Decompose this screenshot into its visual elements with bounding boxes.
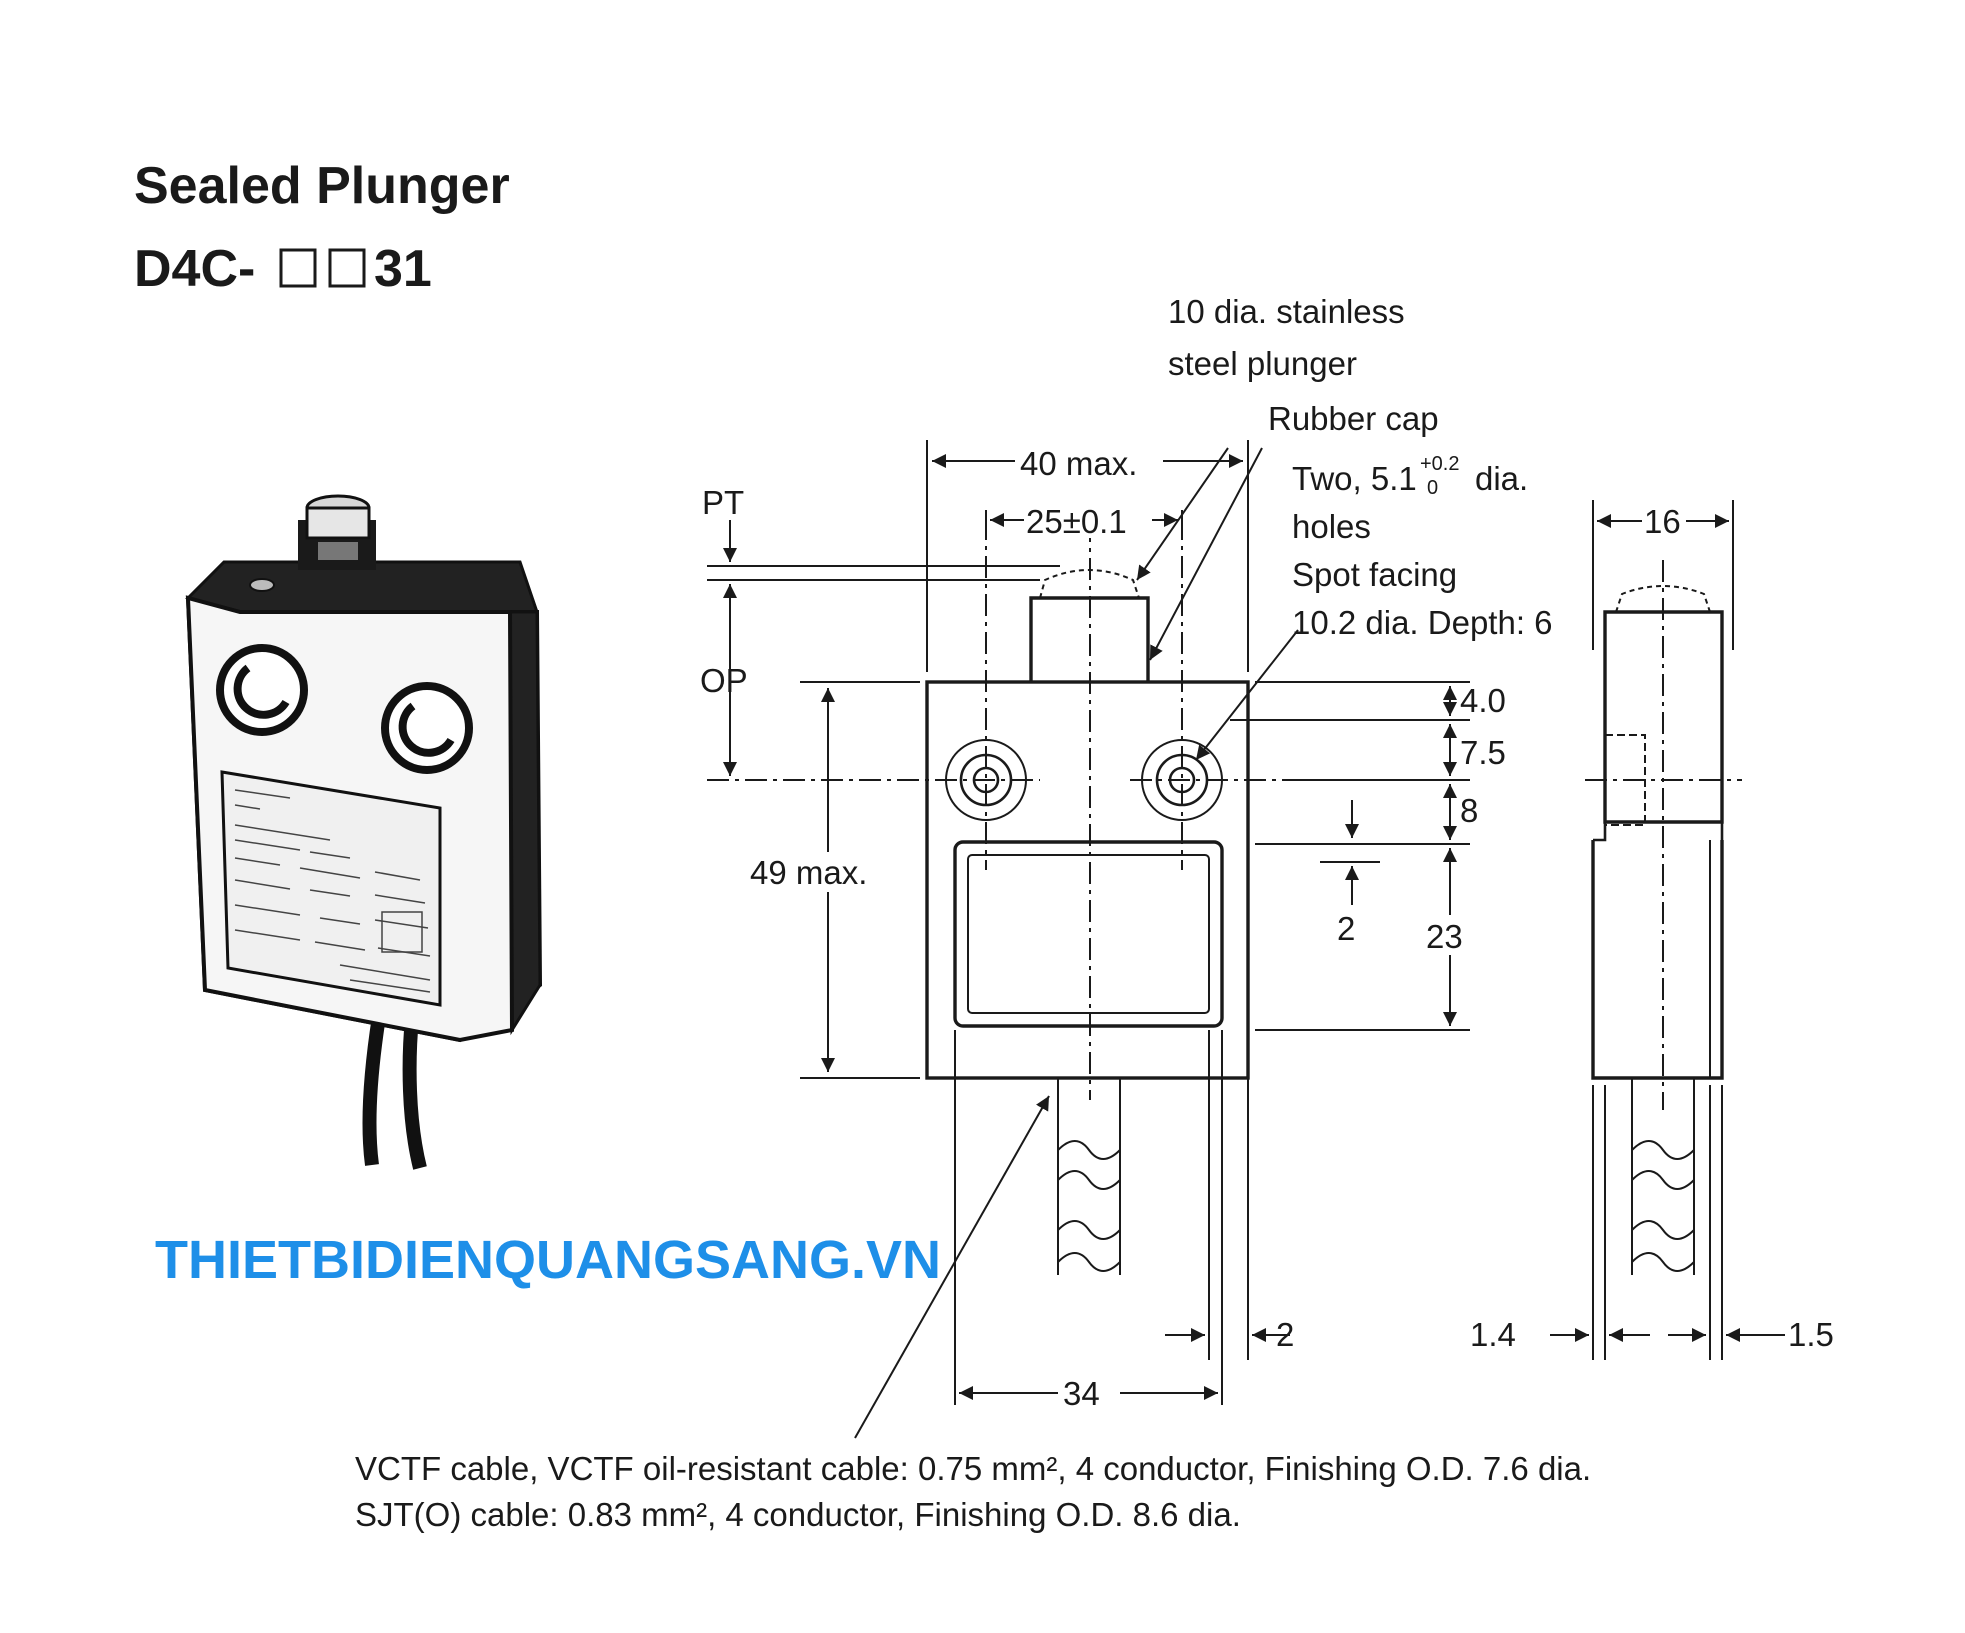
dim-34: 34 [1063, 1375, 1100, 1412]
callout-spot-line2: 10.2 dia. Depth: 6 [1292, 604, 1553, 641]
dim-1-4: 1.4 [1470, 1316, 1516, 1353]
front-view: 40 max. 25±0.1 PT OP 49 max. 4.0 7.5 8 2… [700, 440, 1506, 1439]
callout-rubber-cap: Rubber cap [1268, 400, 1439, 437]
model-placeholder-box-1 [279, 248, 317, 288]
callout-holes-line1b: dia. [1475, 460, 1528, 497]
leader-cable [854, 1095, 1050, 1439]
model-suffix: 31 [374, 240, 432, 298]
title: Sealed Plunger [134, 157, 510, 215]
callout-plunger-line2: steel plunger [1168, 345, 1357, 382]
dim-8: 8 [1460, 792, 1478, 829]
model-number: D4C- 31 [134, 240, 432, 298]
callout-holes-line2: holes [1292, 508, 1371, 545]
dim-2-wall: 2 [1276, 1316, 1294, 1353]
dim-2-window: 2 [1337, 910, 1355, 947]
dim-1-5: 1.5 [1788, 1316, 1834, 1353]
side-view: 16 1.4 1.5 [1470, 500, 1834, 1360]
watermark: THIETBIDIENQUANGSANG.VN [155, 1230, 941, 1290]
product-illustration [185, 494, 543, 1170]
model-placeholder-box-2 [328, 248, 366, 288]
callout-plunger-line1: 10 dia. stainless [1168, 293, 1405, 330]
caption-line1: VCTF cable, VCTF oil-resistant cable: 0.… [355, 1450, 1591, 1487]
dim-4-0: 4.0 [1460, 682, 1506, 719]
callout-holes-line1a: Two, 5.1 [1292, 460, 1417, 497]
dim-width-max: 40 max. [1020, 445, 1137, 482]
dim-pt-label: PT [702, 484, 744, 521]
leader-holes [1195, 629, 1299, 761]
dim-hole-pitch: 25±0.1 [1026, 503, 1127, 540]
dim-side-width: 16 [1644, 503, 1681, 540]
callout-holes-tol-upper: +0.2 [1420, 453, 1459, 475]
dim-23: 23 [1426, 918, 1463, 955]
label-window [953, 840, 1224, 1028]
leader-rubber-cap [1149, 447, 1263, 661]
front-body-outline [925, 680, 1250, 1080]
cable-front [1057, 1078, 1121, 1275]
callout-holes-tol-lower: 0 [1427, 477, 1438, 499]
model-prefix: D4C- [134, 240, 255, 298]
caption-line2: SJT(O) cable: 0.83 mm², 4 conductor, Fin… [355, 1496, 1241, 1533]
callout-spot-line1: Spot facing [1292, 556, 1457, 593]
dim-7-5: 7.5 [1460, 734, 1506, 771]
callout-holes: Two, 5.1 +0.2 0 dia. holes Spot facing 1… [1292, 453, 1553, 641]
dim-op-label: OP [700, 662, 748, 699]
leader-plunger [1136, 447, 1229, 581]
dim-height-max: 49 max. [750, 854, 867, 891]
